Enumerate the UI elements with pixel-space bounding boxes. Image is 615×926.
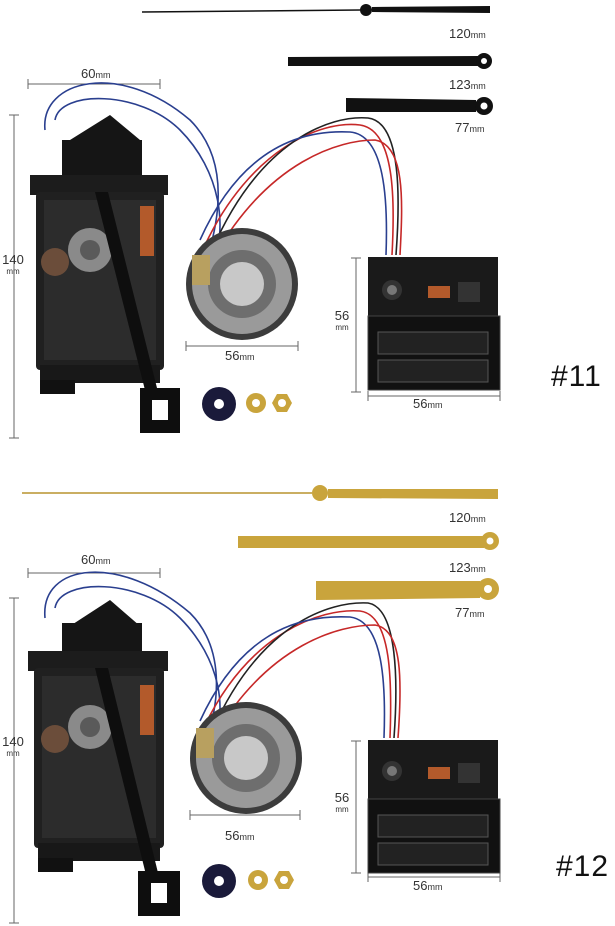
pendulum-movement xyxy=(28,600,180,916)
movement-width-dim xyxy=(27,568,161,578)
speaker-width-label: 56mm xyxy=(225,348,255,363)
controller-width-label: 56mm xyxy=(413,878,443,893)
movement-width-label: 60mm xyxy=(81,66,111,81)
wires xyxy=(44,82,403,271)
kit-12-illustration xyxy=(9,485,501,924)
controller-width-dim xyxy=(367,391,501,401)
speaker-width-dim xyxy=(185,341,299,351)
controller-width-dim xyxy=(367,872,501,882)
minute-hand-length: 123mm xyxy=(449,560,486,575)
controller-height-dim xyxy=(351,740,361,874)
hour-hand xyxy=(346,97,493,115)
speaker-width-label: 56mm xyxy=(225,828,255,843)
kit-11-illustration xyxy=(9,4,501,439)
hour-hand xyxy=(316,578,499,600)
controller-width-label: 56mm xyxy=(413,396,443,411)
movement-width-label: 60mm xyxy=(81,552,111,567)
second-hand xyxy=(141,4,490,16)
hour-hand-length: 77mm xyxy=(455,120,485,135)
washer-and-nuts xyxy=(202,864,294,898)
hour-hand-length: 77mm xyxy=(455,605,485,620)
wires xyxy=(44,571,401,749)
variant-label-11: #11 xyxy=(551,360,602,393)
movement-height-dim xyxy=(9,114,19,439)
second-hand-length: 120mm xyxy=(449,510,486,525)
variant-label-12: #12 xyxy=(556,850,610,883)
pendulum-movement xyxy=(30,115,180,433)
speaker xyxy=(186,228,298,340)
second-hand xyxy=(22,485,498,501)
minute-hand-length: 123mm xyxy=(449,77,486,92)
controller-height-dim xyxy=(351,257,361,393)
second-hand-length: 120mm xyxy=(449,26,486,41)
minute-hand xyxy=(238,532,499,550)
speaker xyxy=(190,702,302,814)
minute-hand xyxy=(288,53,492,69)
controller-box xyxy=(367,257,501,391)
controller-box xyxy=(367,740,501,874)
washer-and-nuts xyxy=(202,387,292,421)
speaker-width-dim xyxy=(189,810,301,820)
movement-height-dim xyxy=(9,597,19,924)
